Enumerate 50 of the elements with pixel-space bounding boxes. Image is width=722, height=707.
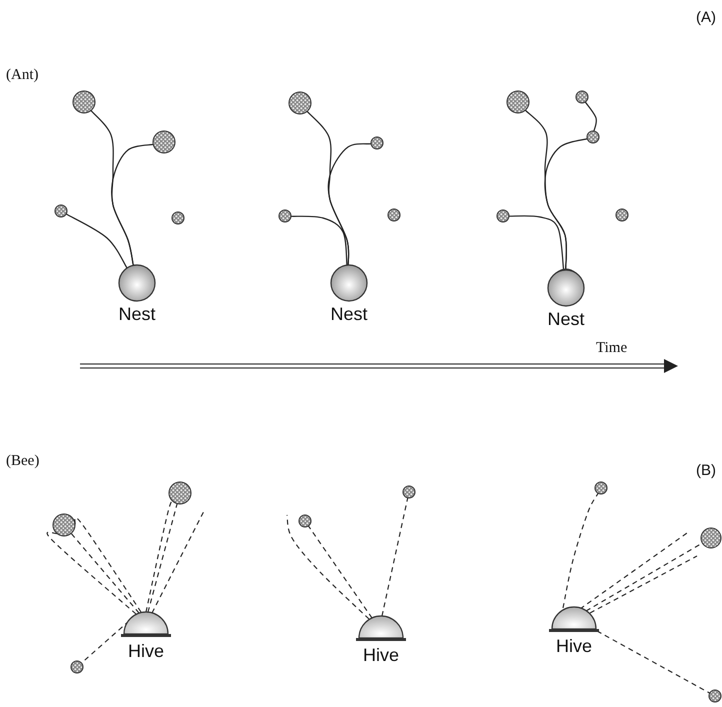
dotted-circle	[54, 204, 68, 218]
panel-label: (B)	[696, 463, 716, 478]
panel-label: (A)	[696, 10, 716, 25]
panel-label: (Ant)	[6, 68, 38, 83]
node-label: Nest	[118, 305, 156, 323]
node-label: Hive	[128, 642, 164, 660]
trail-line	[509, 215, 564, 270]
trail-line	[111, 144, 154, 266]
dashed-flight-path	[590, 556, 698, 614]
dotted-circle	[288, 91, 312, 115]
trail-line	[544, 138, 588, 270]
panel-label: Time	[596, 341, 628, 356]
dotted-circle	[700, 527, 722, 549]
dotted-circle	[387, 208, 401, 222]
node-label: Nest	[330, 305, 368, 323]
dotted-circle	[52, 513, 76, 537]
node-label: Nest	[548, 310, 584, 328]
dotted-circle	[171, 211, 185, 225]
dotted-circle	[496, 209, 510, 223]
dotted-circle	[278, 209, 292, 223]
dotted-circle	[70, 660, 84, 674]
dashed-flight-path	[74, 517, 142, 612]
dashed-flight-path	[286, 514, 370, 620]
dashed-flight-path	[596, 630, 710, 694]
dotted-circle	[586, 130, 600, 144]
node-label: Hive	[363, 646, 399, 664]
dotted-circle	[402, 485, 416, 499]
panel-label: (Bee)	[6, 454, 40, 469]
trail-line	[290, 216, 348, 266]
node-label: Hive	[556, 637, 592, 655]
dotted-circle	[615, 208, 629, 222]
trail-line	[66, 214, 128, 268]
dotted-circle	[370, 136, 384, 150]
trail-line	[584, 102, 597, 132]
dotted-circle	[708, 689, 722, 703]
dotted-circle	[72, 90, 96, 114]
dotted-circle	[298, 514, 312, 528]
dashed-flight-path	[580, 532, 688, 610]
dashed-flight-path	[308, 526, 372, 618]
dotted-circle	[168, 481, 192, 505]
trail-line	[328, 143, 372, 266]
dashed-flight-path	[46, 532, 136, 614]
dashed-flight-path	[562, 493, 599, 608]
dotted-circle	[506, 90, 530, 114]
dashed-flight-path	[70, 533, 140, 614]
dotted-circle	[575, 90, 589, 104]
dashed-flight-path	[152, 510, 204, 614]
dotted-circle	[152, 130, 176, 154]
dotted-circle	[594, 481, 608, 495]
dashed-flight-path	[381, 498, 408, 616]
